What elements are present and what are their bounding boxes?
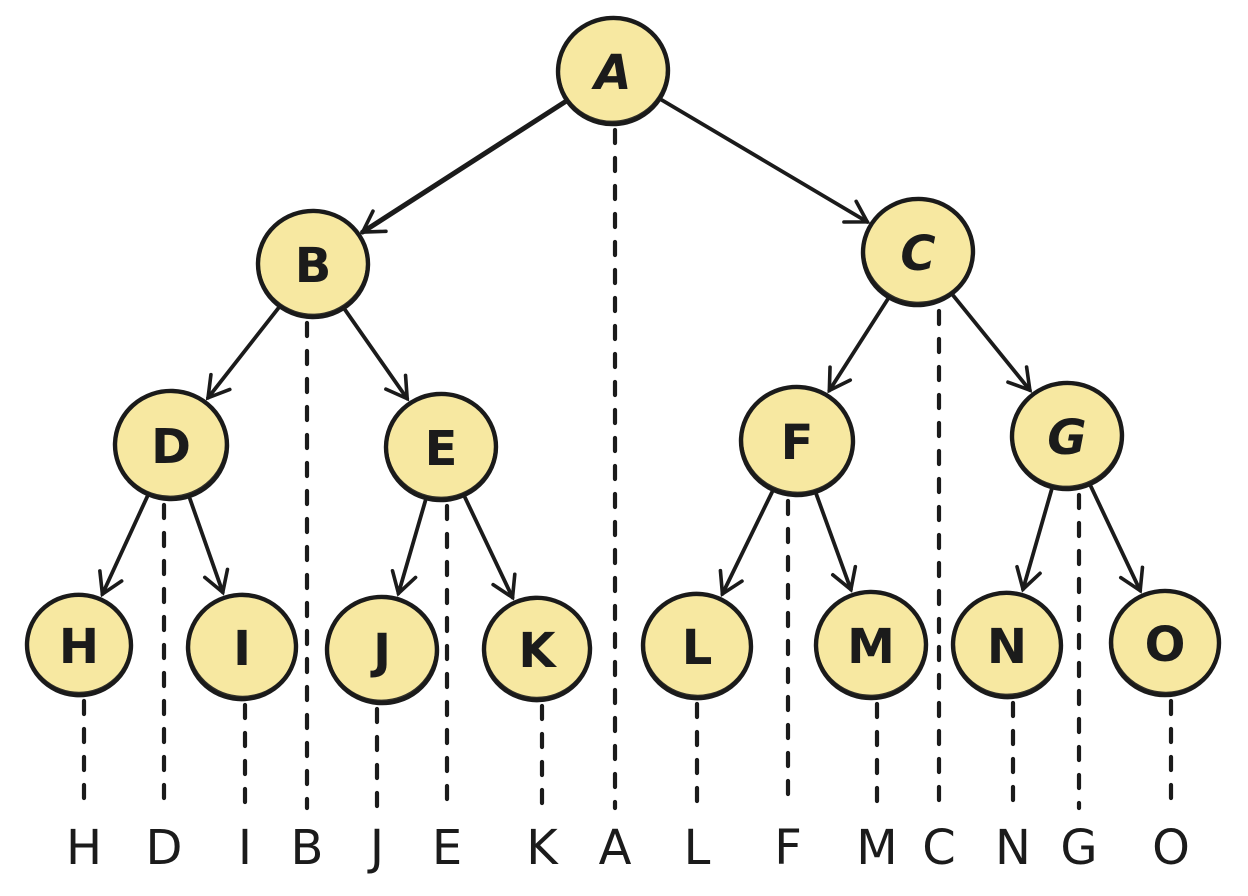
node-label-K: K <box>518 623 557 679</box>
edge-C-F <box>827 297 890 394</box>
tree-node-F: F <box>738 384 856 498</box>
node-circle-sketch-E <box>385 393 497 499</box>
node-label-G: G <box>1047 410 1086 466</box>
inorder-letter-5-E: E <box>432 820 462 876</box>
inorder-letter-7-A: A <box>599 820 632 876</box>
node-label-C: C <box>900 226 935 282</box>
edge-E-K <box>463 495 517 601</box>
node-label-D: D <box>151 419 191 475</box>
inorder-letter-8-L: L <box>684 820 711 876</box>
inorder-letter-2-I: I <box>238 820 252 876</box>
node-label-N: N <box>987 619 1027 675</box>
node-label-O: O <box>1145 617 1186 673</box>
node-circle-sketch-I <box>187 594 297 698</box>
node-circle-sketch-A <box>557 17 669 123</box>
inorder-letter-9-F: F <box>774 820 802 876</box>
node-label-E: E <box>425 421 458 477</box>
node-label-F: F <box>781 415 814 471</box>
tree-node-I: I <box>185 592 299 702</box>
tree-node-K: K <box>481 595 593 703</box>
edge-G-N <box>1015 487 1054 593</box>
edges-layer <box>98 97 1145 601</box>
edge-B-E <box>343 307 410 402</box>
tree-node-H: H <box>24 592 134 698</box>
tree-node-B: B <box>255 208 371 320</box>
edge-A-C <box>659 97 871 224</box>
tree-node-M: M <box>813 589 929 701</box>
inorder-letter-4-J: J <box>367 820 384 876</box>
edge-B-D <box>205 306 281 401</box>
inorder-letter-6-K: K <box>526 820 559 876</box>
tree-node-N: N <box>950 590 1064 700</box>
node-label-J: J <box>370 624 391 680</box>
node-circle-sketch-M <box>815 591 927 697</box>
tree-node-L: L <box>640 591 754 701</box>
node-label-A: A <box>590 45 631 101</box>
inorder-letter-12-N: N <box>995 820 1031 876</box>
node-circle-sketch-B <box>257 210 369 316</box>
tree-node-A: A <box>555 15 671 127</box>
inorder-letter-3-B: B <box>291 820 324 876</box>
tree-node-C: C <box>860 196 976 308</box>
edge-F-L <box>718 490 774 598</box>
node-circle-sketch-F <box>740 386 854 494</box>
edge-E-J <box>390 498 428 597</box>
edge-C-G <box>951 293 1033 393</box>
inorder-letter-0-H: H <box>66 820 102 876</box>
edge-D-H <box>98 494 150 598</box>
inorder-letter-11-C: C <box>922 820 956 876</box>
node-label-I: I <box>233 621 251 677</box>
edge-A-B <box>359 98 569 235</box>
node-circle-sketch-O <box>1110 590 1220 694</box>
nodes-layer: A B C D E F G H I J K L M N O <box>24 15 1222 706</box>
node-circle-sketch-L <box>642 593 752 697</box>
node-circle-sketch-G <box>1011 382 1123 488</box>
trace-lines-layer <box>81 127 1174 811</box>
node-circle-sketch-D <box>114 390 228 498</box>
edge-G-O <box>1089 484 1145 594</box>
node-circle-sketch-H <box>26 594 132 694</box>
edge-D-I <box>188 496 230 596</box>
node-label-B: B <box>295 238 332 294</box>
inorder-letter-14-O: O <box>1152 820 1190 876</box>
node-label-H: H <box>59 619 99 675</box>
inorder-letter-10-M: M <box>856 820 897 876</box>
tree-node-J: J <box>324 594 440 706</box>
node-circle-sketch-K <box>483 597 591 699</box>
edge-F-M <box>814 492 858 593</box>
node-circle-sketch-J <box>326 596 438 702</box>
inorder-letter-13-G: G <box>1060 820 1097 876</box>
node-circle-sketch-N <box>952 592 1062 696</box>
node-label-M: M <box>847 619 895 675</box>
tree-node-G: G <box>1009 380 1125 492</box>
node-label-L: L <box>682 620 713 676</box>
tree-node-D: D <box>112 388 230 502</box>
node-circle-sketch-C <box>862 198 974 304</box>
tree-node-E: E <box>383 391 499 503</box>
tree-node-O: O <box>1108 588 1222 698</box>
inorder-letter-1-D: D <box>146 820 183 876</box>
